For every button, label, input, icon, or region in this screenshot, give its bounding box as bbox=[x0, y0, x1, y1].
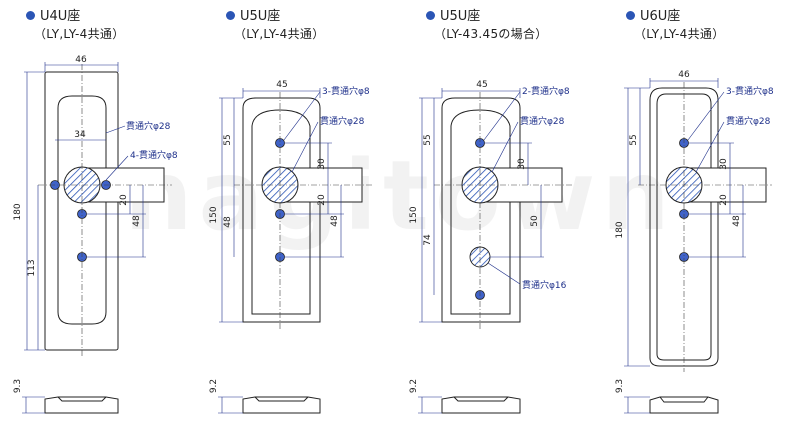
label-hole-small: 4-貫通穴φ8 bbox=[130, 149, 178, 161]
dimension-lines bbox=[24, 62, 146, 351]
label-hole-large: 貫通穴φ28 bbox=[320, 115, 365, 127]
label-hole-small: 3-貫通穴φ8 bbox=[322, 85, 370, 97]
panel-u5u: U5U座 （LY,LY-4共通） bbox=[200, 0, 400, 431]
dim-gap0: 30 bbox=[719, 158, 729, 170]
dim-width: 46 bbox=[75, 55, 87, 65]
dim-gap0: 30 bbox=[517, 158, 527, 170]
side-view bbox=[441, 396, 521, 414]
dim-gap1: 20 bbox=[719, 194, 729, 206]
u4u-drawing: 46 34 180 113 20 48 貫通穴φ28 4-貫通穴φ8 9.3 bbox=[13, 55, 178, 414]
label-hole-small: 2-貫通穴φ8 bbox=[522, 85, 570, 97]
dim-lower: 48 bbox=[223, 216, 233, 228]
panel-title: U4U座 bbox=[26, 5, 80, 24]
panel-u5u-ly43: U5U座 （LY-43.45の場合） bbox=[400, 0, 600, 431]
panel-title: U6U座 bbox=[626, 5, 680, 24]
bullet-icon bbox=[26, 11, 35, 20]
center-lines bbox=[234, 92, 372, 330]
dim-top: 55 bbox=[423, 134, 433, 145]
dim-width: 46 bbox=[678, 70, 690, 80]
side-view bbox=[242, 396, 321, 414]
dim-height: 180 bbox=[615, 221, 625, 238]
plate bbox=[441, 97, 521, 323]
center-lines bbox=[434, 92, 572, 330]
side-dim bbox=[624, 396, 650, 414]
dim-thickness: 9.3 bbox=[13, 379, 23, 393]
dim-top: 55 bbox=[629, 134, 639, 145]
bullet-icon bbox=[626, 11, 635, 20]
dim-gap1: 20 bbox=[119, 194, 129, 206]
u5u-ly43-drawing: 45 55 150 74 30 50 2-貫通穴φ8 貫通穴φ28 貫通穴φ16… bbox=[409, 80, 572, 414]
dim-offset: 34 bbox=[74, 130, 86, 140]
dimension-lines bbox=[624, 78, 746, 367]
panel-u4u: U4U座 （LY,LY-4共通） bbox=[0, 0, 200, 431]
plate bbox=[44, 71, 119, 351]
u5u-drawing: 45 55 150 48 30 20 48 3-貫通穴φ8 貫通穴φ28 9.2 bbox=[209, 80, 372, 414]
dim-height: 150 bbox=[409, 206, 419, 223]
label-hole-large: 貫通穴φ28 bbox=[726, 115, 771, 127]
dim-gap0: 30 bbox=[317, 158, 327, 170]
plate bbox=[649, 87, 719, 367]
dim-width: 45 bbox=[276, 80, 287, 90]
dim-gap2: 48 bbox=[732, 215, 742, 227]
center-lines bbox=[638, 82, 772, 372]
dim-height: 180 bbox=[13, 203, 23, 220]
plate bbox=[242, 97, 321, 323]
side-dim bbox=[22, 396, 45, 414]
side-dim bbox=[418, 396, 442, 414]
dim-height: 150 bbox=[209, 206, 219, 223]
side-dim bbox=[218, 396, 243, 414]
dimension-lines bbox=[419, 88, 544, 323]
dim-lower: 113 bbox=[27, 259, 37, 276]
dimension-lines bbox=[219, 88, 344, 323]
dim-lower: 74 bbox=[423, 234, 433, 246]
label-hole-medium: 貫通穴φ16 bbox=[522, 279, 567, 291]
center-lines bbox=[38, 64, 172, 356]
bullet-icon bbox=[226, 11, 235, 20]
u6u-drawing: 46 55 180 30 20 48 3-貫通穴φ8 貫通穴φ28 9.3 bbox=[615, 70, 774, 414]
panel-u6u: U6U座 （LY,LY-4共通） bbox=[600, 0, 800, 431]
panel-subtitle: （LY,LY-4共通） bbox=[34, 27, 125, 41]
dim-thickness: 9.3 bbox=[615, 379, 625, 393]
label-hole-large: 貫通穴φ28 bbox=[126, 120, 171, 132]
bullet-icon bbox=[426, 11, 435, 20]
dim-gap2: 48 bbox=[330, 215, 340, 227]
watermark: nagitown bbox=[124, 140, 676, 252]
panel-subtitle: （LY,LY-4共通） bbox=[234, 27, 325, 41]
panel-title: U5U座 bbox=[426, 5, 480, 24]
dim-gap1: 50 bbox=[530, 215, 540, 227]
side-view bbox=[649, 396, 719, 414]
label-hole-large: 貫通穴φ28 bbox=[520, 115, 565, 127]
dim-top: 55 bbox=[223, 134, 233, 145]
dim-gap1: 20 bbox=[317, 194, 327, 206]
dim-gap2: 48 bbox=[132, 215, 142, 227]
panel-subtitle: （LY-43.45の場合） bbox=[434, 27, 548, 41]
panel-title: U5U座 bbox=[226, 5, 280, 24]
panel-subtitle: （LY,LY-4共通） bbox=[634, 27, 725, 41]
dim-thickness: 9.2 bbox=[409, 379, 419, 393]
label-hole-small: 3-貫通穴φ8 bbox=[726, 85, 774, 97]
dim-width: 45 bbox=[476, 80, 487, 90]
side-view bbox=[44, 396, 119, 414]
dim-thickness: 9.2 bbox=[209, 379, 219, 393]
